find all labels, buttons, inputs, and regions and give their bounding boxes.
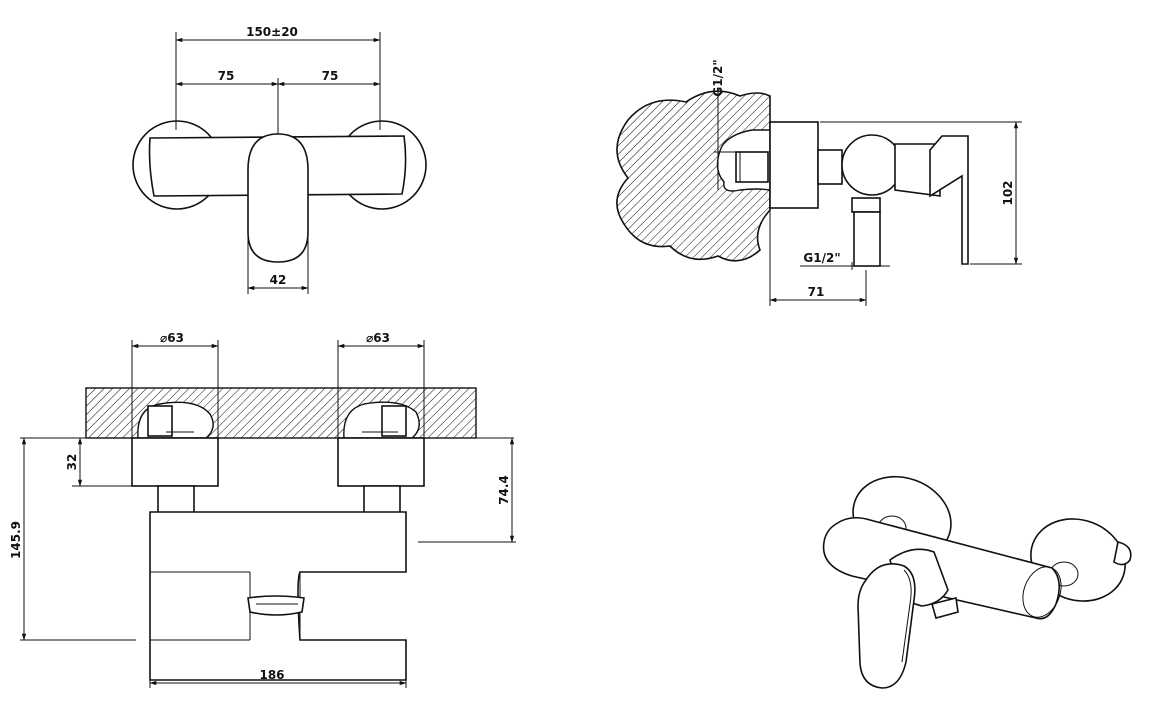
right-front-flange	[337, 437, 425, 487]
cartridge-body	[841, 134, 903, 196]
left-diameter-dim: ⌀63	[160, 331, 184, 345]
height-dim: 102	[1001, 180, 1015, 205]
right-half-dim: 75	[322, 69, 339, 83]
front-outlet-nozzle	[247, 595, 305, 616]
perspective-view	[822, 475, 1132, 689]
depth-dim: 32	[65, 454, 79, 471]
projection-dim: 71	[808, 285, 825, 299]
outlet-height-dim: 74.4	[497, 475, 511, 505]
side-connector	[817, 149, 843, 185]
top-view: 150±20 75 75 42	[132, 25, 427, 294]
inlet-fitting	[735, 151, 769, 183]
left-half-dim: 75	[218, 69, 235, 83]
lever-handle-top	[247, 133, 309, 263]
overall-width-dim: 150±20	[246, 25, 298, 39]
body-width-dim: 186	[259, 668, 284, 682]
perspective-outlet	[931, 597, 959, 619]
side-body	[894, 143, 941, 197]
side-lever	[929, 135, 969, 265]
perspective-lever	[857, 563, 916, 689]
right-diameter-dim: ⌀63	[366, 331, 390, 345]
outlet-pipe	[851, 197, 881, 213]
perspective-body	[822, 516, 1060, 620]
side-flange	[769, 121, 819, 209]
outlet-thread-label: G1/2"	[803, 251, 840, 265]
left-front-flange	[131, 437, 219, 487]
inlet-thread-label: G1/2"	[711, 59, 725, 96]
side-view: G1/2" G1/2" 102 71	[616, 59, 1022, 306]
front-view: ⌀63 ⌀63 32 74.4	[9, 331, 516, 688]
wall-section	[616, 90, 771, 262]
overall-height-dim: 145.9	[9, 521, 23, 559]
handle-width-dim: 42	[270, 273, 287, 287]
